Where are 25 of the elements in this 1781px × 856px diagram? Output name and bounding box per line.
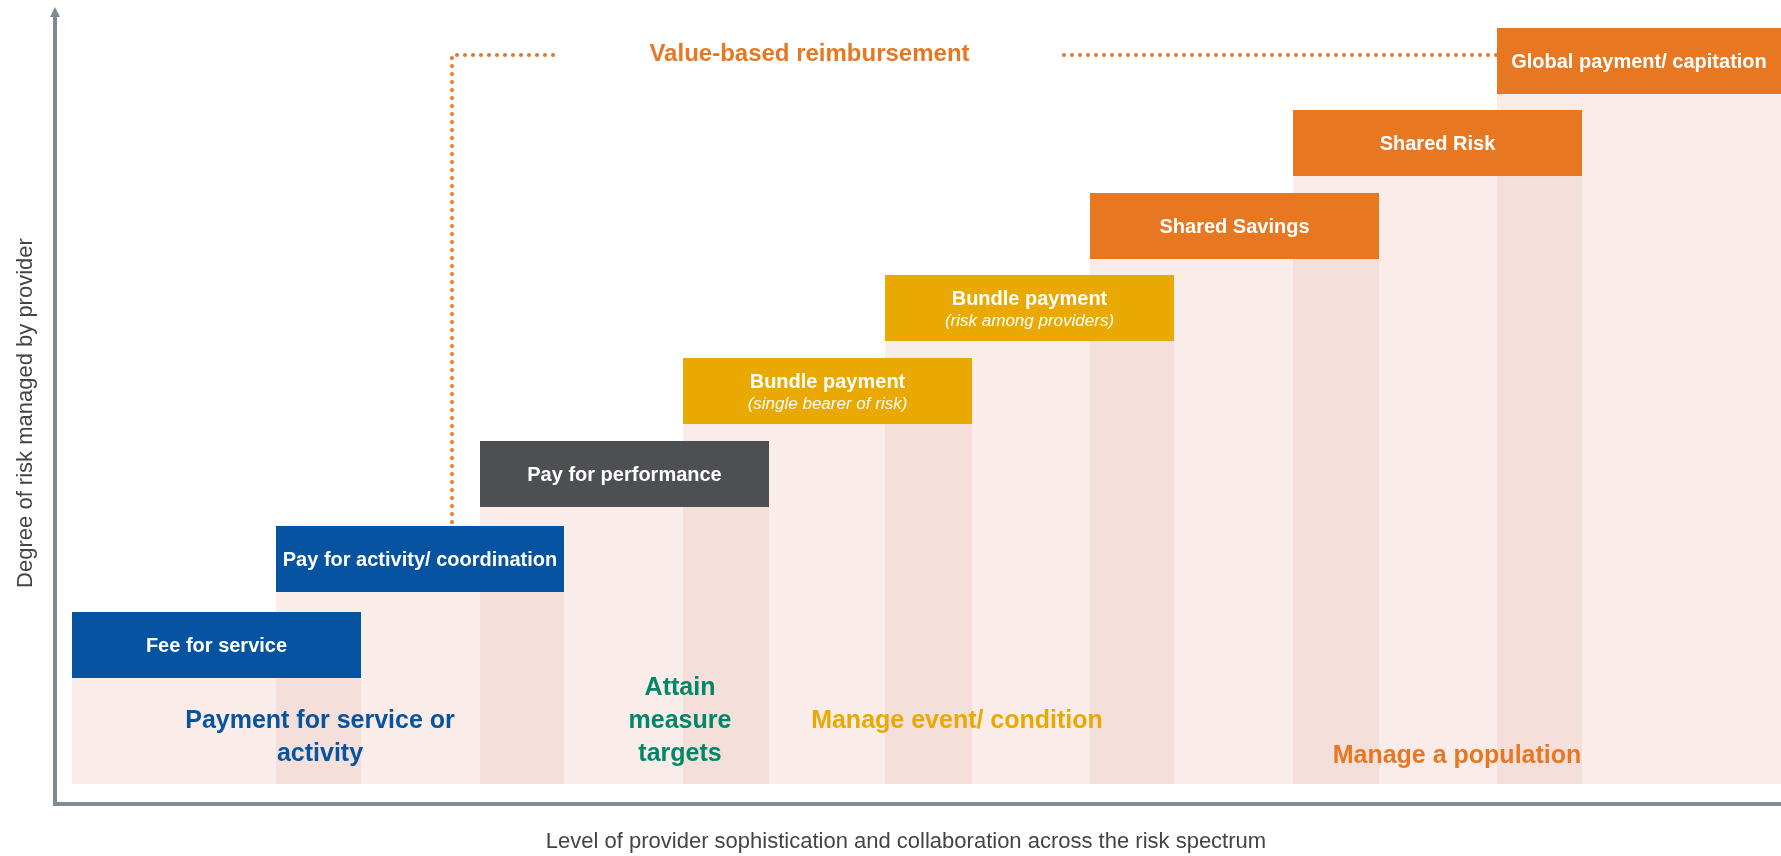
payment-model-box (1497, 28, 1781, 94)
box-title: Pay for activity/ coordination (282, 547, 558, 571)
box-subtitle: (risk among providers) (944, 309, 1115, 331)
category-label: Manage event/ condition (810, 704, 1104, 735)
box-title: Global payment/ capitation (1511, 49, 1767, 73)
payment-model-box (480, 441, 769, 507)
payment-model-box (1090, 193, 1379, 259)
category-label: Manage a population (1331, 739, 1583, 770)
box-title: Pay for performance (527, 462, 722, 486)
box-title: Fee for service (145, 633, 288, 657)
category-label: Attain measure targets (627, 671, 733, 768)
axis-label: Level of provider sophistication and collaboration across the risk spectrum (544, 827, 1268, 855)
axis-label: Degree of risk managed by provider (11, 237, 38, 590)
payment-model-box (276, 526, 564, 592)
box-title: Bundle payment (749, 368, 906, 393)
box-title: Shared Savings (1159, 214, 1310, 238)
box-title: Shared Risk (1379, 131, 1496, 155)
payment-model-box (72, 612, 361, 678)
category-label: Payment for service or activity (184, 704, 456, 768)
box-title: Bundle payment (951, 285, 1108, 310)
payment-model-box (683, 358, 972, 424)
payment-model-box (1293, 110, 1582, 176)
payment-model-box (885, 275, 1174, 341)
box-subtitle: (single bearer of risk) (747, 392, 908, 414)
section-title: Value-based reimbursement (648, 38, 971, 68)
